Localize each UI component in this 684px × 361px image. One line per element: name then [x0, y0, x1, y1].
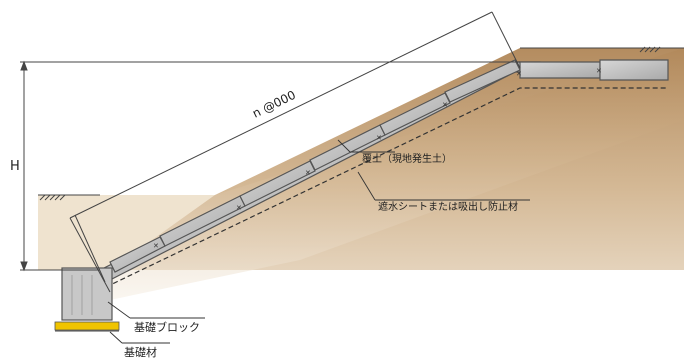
sheet-line [105, 87, 668, 288]
leader-backfill [337, 139, 395, 153]
anchor-mark: ✕ [305, 169, 311, 177]
backfill-label: 覆土（現地発生土） [362, 152, 452, 165]
soil-wedge [110, 48, 684, 300]
leader-foundation-block [107, 301, 205, 319]
dimension-span-label: n @000 [250, 88, 298, 121]
foundation-material [54, 321, 120, 332]
block-top-1 [519, 61, 601, 79]
anchor-mark: ✕ [153, 242, 159, 250]
block-top-2 [599, 59, 669, 81]
dimension-h-label: H [10, 159, 20, 174]
block-chain [98, 59, 669, 281]
anchor-marks: ✕ ✕ ✕ ✕ ✕ ✕ ✕ [153, 67, 602, 250]
anchor-mark: ✕ [376, 134, 382, 142]
anchor-mark: ✕ [442, 101, 448, 109]
foundation-material-label: 基礎材 [124, 345, 157, 359]
leader-sheet [357, 171, 530, 201]
anchor-mark: ✕ [596, 67, 602, 75]
block-segment [379, 92, 451, 136]
leader-foundation-material [109, 331, 170, 344]
anchor-mark: ✕ [516, 70, 522, 78]
foundation-block-label: 基礎ブロック [134, 320, 200, 334]
sheet-label: 遮水シートまたは吸出し防止材 [378, 200, 518, 213]
block-segment [239, 160, 316, 207]
ground-hatch-left [38, 194, 100, 201]
foundation-block [61, 267, 113, 321]
anchor-mark: ✕ [236, 204, 242, 212]
dimension-h [20, 60, 520, 272]
ground-hatch-right [520, 46, 684, 53]
dimension-span [69, 11, 521, 293]
ground-soil-left [38, 195, 215, 270]
